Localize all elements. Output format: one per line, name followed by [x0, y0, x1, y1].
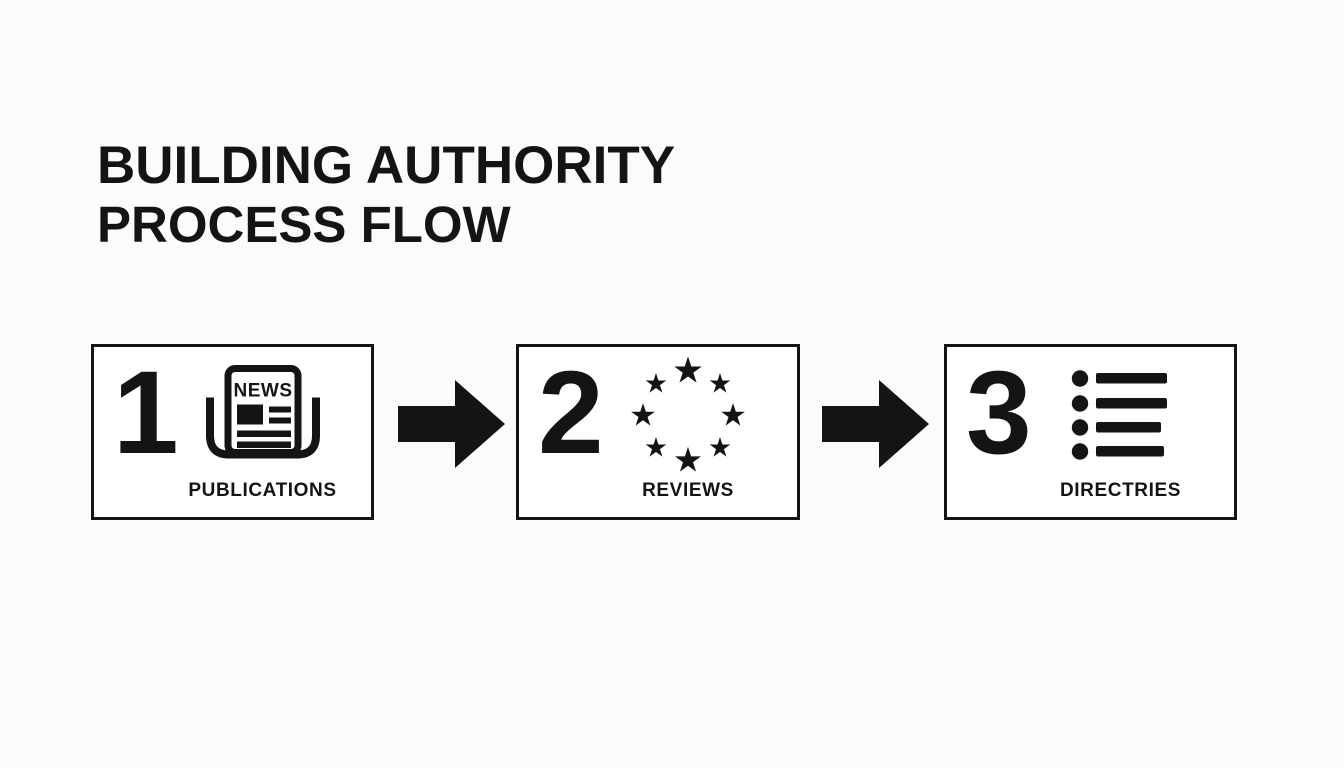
- list-bullet-3: [1071, 419, 1088, 436]
- star-circle-icon: ★ ★ ★ ★ ★ ★ ★ ★: [629, 353, 747, 478]
- list-line-3: [1095, 422, 1161, 433]
- newspaper-icon-graphic: NEWS: [205, 365, 320, 459]
- star-icon: ★: [643, 432, 669, 464]
- star-icon: ★: [719, 397, 747, 434]
- newspaper-line-2: [268, 417, 291, 424]
- step-box-directries: 3 DIRECTRIES: [944, 344, 1237, 520]
- page-title: BUILDING AUTHORITY PROCESS FLOW: [97, 136, 675, 254]
- title-line-2: PROCESS FLOW: [97, 195, 511, 253]
- step-box-reviews: 2 ★ ★ ★ ★ ★ ★ ★ ★ REVIEWS: [516, 344, 800, 520]
- star-icon: ★: [643, 368, 669, 400]
- step-number-1: 1: [113, 347, 179, 479]
- step-number-3: 3: [966, 347, 1032, 479]
- newspaper-photo-block: [236, 404, 263, 425]
- star-icon: ★: [707, 368, 733, 400]
- star-ring: ★ ★ ★ ★ ★ ★ ★ ★: [629, 353, 747, 478]
- title-line-1: BUILDING AUTHORITY: [97, 136, 676, 195]
- step-content-reviews: ★ ★ ★ ★ ★ ★ ★ ★ REVIEWS: [587, 347, 789, 517]
- star-icon: ★: [629, 397, 657, 434]
- step-content-publications: NEWS PUBLICATIONS: [162, 347, 363, 517]
- step-number-2: 2: [538, 347, 604, 479]
- step-label-publications: PUBLICATIONS: [188, 480, 337, 501]
- star-icon: ★: [672, 440, 704, 481]
- list-bullet-2: [1071, 395, 1088, 412]
- list-line-2: [1095, 398, 1167, 409]
- newspaper-line-3: [236, 430, 291, 437]
- star-icon: ★: [671, 350, 705, 392]
- step-box-publications: 1 NEWS PUBLICATIONS: [91, 344, 374, 520]
- list-bullet-4: [1071, 443, 1088, 460]
- bullet-list-icon-graphic: [1071, 370, 1167, 460]
- newspaper-masthead-text: NEWS: [233, 381, 292, 402]
- newspaper-line-4: [236, 441, 291, 448]
- step-label-directries: DIRECTRIES: [1059, 480, 1182, 501]
- arrow-right-icon: [822, 380, 929, 468]
- arrow-right-icon: [398, 380, 505, 468]
- bullet-list-icon: [1071, 366, 1171, 469]
- list-line-4: [1095, 446, 1164, 457]
- arrow-right-shape: [398, 380, 505, 468]
- star-icon: ★: [707, 432, 733, 464]
- newspaper-icon: NEWS: [201, 364, 325, 471]
- step-label-reviews: REVIEWS: [642, 480, 734, 501]
- arrow-right-shape: [822, 380, 929, 468]
- newspaper-line-1: [268, 406, 291, 413]
- list-line-1: [1095, 373, 1167, 384]
- list-bullet-1: [1071, 370, 1088, 387]
- step-content-directries: DIRECTRIES: [1015, 347, 1226, 517]
